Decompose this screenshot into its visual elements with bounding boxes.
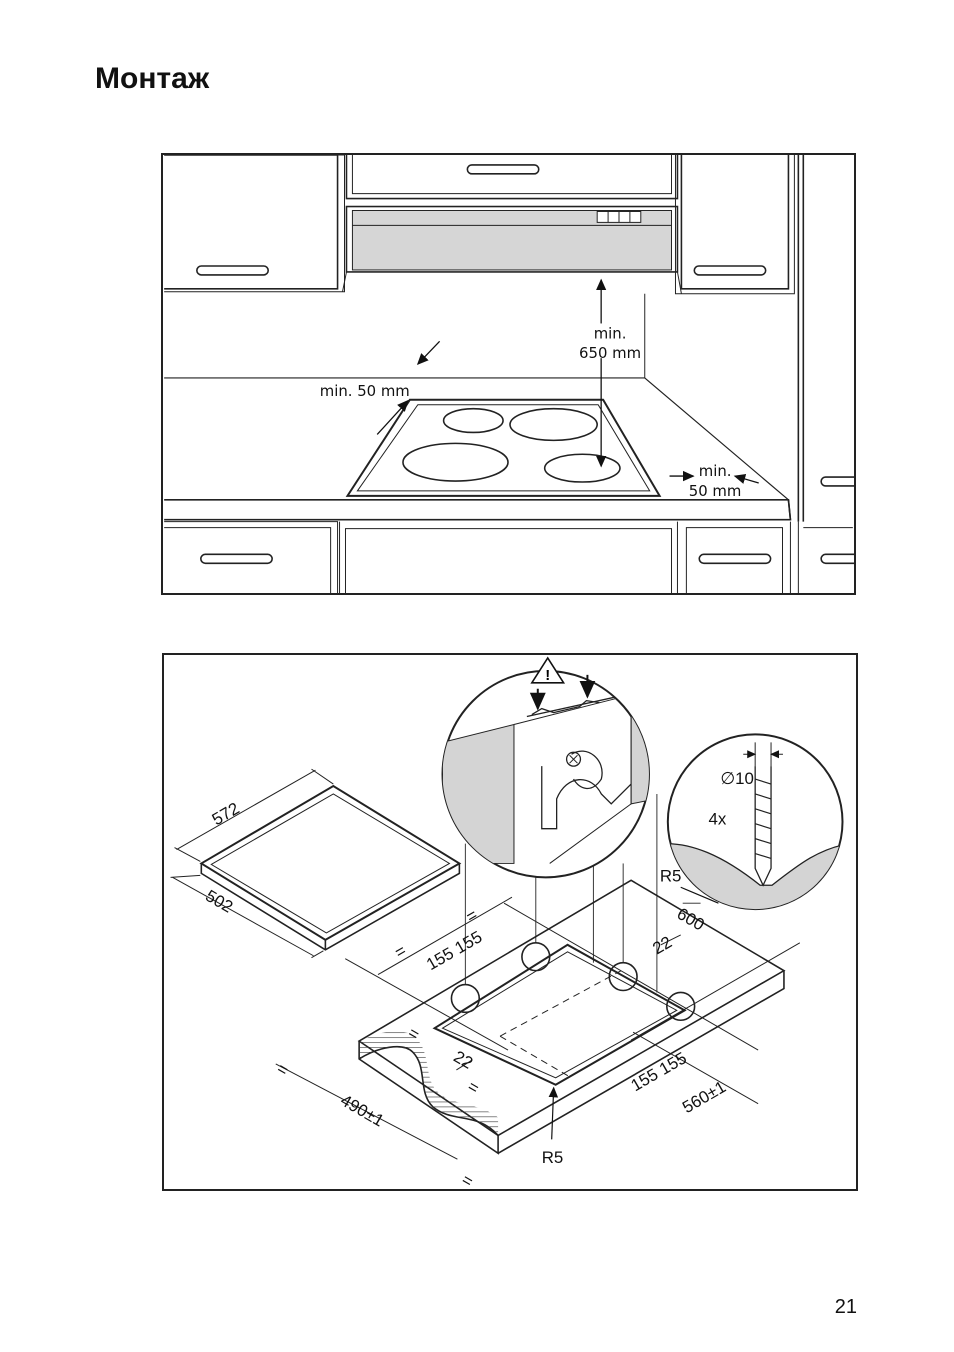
- offset-top-dim: 22: [649, 932, 675, 958]
- worktop: [164, 499, 792, 521]
- cabinet-handle: [820, 476, 854, 487]
- upper-left-cabinet: [164, 155, 339, 290]
- cabinet-handle: [200, 553, 273, 565]
- screw-head: [565, 751, 582, 767]
- equal-mark: =: [274, 1059, 292, 1080]
- kitchen-clearance-figure: min. 650 mm min. 50 mm min. 50 mm: [161, 153, 856, 595]
- installation-figure: 572 502: [162, 653, 858, 1191]
- back-clearance-label: min. 50 mm: [320, 382, 410, 400]
- cooking-zone: [402, 442, 509, 482]
- cooking-zone: [543, 453, 621, 483]
- hood-clearance-label-2: 650 mm: [579, 344, 641, 362]
- cutout-outline: [432, 943, 687, 1086]
- cooking-zone: [509, 407, 598, 442]
- cabinet-handle: [466, 164, 540, 175]
- back-clearance-arrow: [416, 340, 441, 366]
- hob: [345, 398, 662, 497]
- cutout-height-dim: 490±1: [337, 1091, 387, 1131]
- cabinet-handle: [693, 265, 767, 276]
- cabinet-handle: [196, 265, 269, 276]
- side-clearance-label-2: 50 mm: [689, 482, 742, 500]
- radius-top-label: R5: [660, 866, 682, 885]
- screw-count-label: 4x: [709, 810, 727, 829]
- worktop-edge: [358, 1041, 499, 1155]
- equal-mark: =: [458, 1170, 476, 1189]
- fixing-clip-ring: [521, 942, 551, 972]
- installation-drawing: 572 502: [170, 656, 844, 1189]
- upper-middle-cabinet: [345, 155, 679, 200]
- worktop-section-hatch: [359, 1031, 499, 1136]
- side-clearance-label-1: min.: [699, 462, 732, 480]
- cooking-zone: [442, 407, 504, 434]
- fixing-clip-ring: [450, 983, 481, 1014]
- equal-mark: =: [464, 1077, 482, 1098]
- kitchen-clearance-drawing: min. 650 mm min. 50 mm min. 50 mm: [164, 155, 854, 593]
- screw-diameter-label: ∅10: [720, 769, 753, 788]
- fixing-clip-ring: [666, 991, 696, 1022]
- fixing-clip-ring: [608, 961, 638, 992]
- page-title: Монтаж: [95, 62, 210, 95]
- equal-mark: =: [391, 941, 409, 962]
- hob-depth-dim: 572: [209, 799, 243, 830]
- cabinet-handle: [820, 553, 854, 565]
- warning-mark: !: [545, 668, 550, 684]
- bracket-spacing-left-dim: 155 155: [423, 927, 485, 974]
- warning-triangle-icon: [530, 656, 566, 684]
- cooker-hood: [345, 205, 679, 273]
- hob-outline: [199, 784, 462, 942]
- radius-bottom-label: R5: [542, 1148, 564, 1167]
- tall-cabinet: [797, 155, 805, 522]
- upper-right-cabinet: [680, 155, 790, 290]
- cabinet-handle: [698, 553, 772, 565]
- hob-width-dim: 502: [202, 886, 236, 917]
- offset-bottom-dim: 22: [450, 1047, 476, 1073]
- hood-clearance-label-1: min.: [594, 324, 627, 342]
- page-number: 21: [834, 1296, 857, 1318]
- cutout-width-dim: 560±1: [679, 1077, 729, 1117]
